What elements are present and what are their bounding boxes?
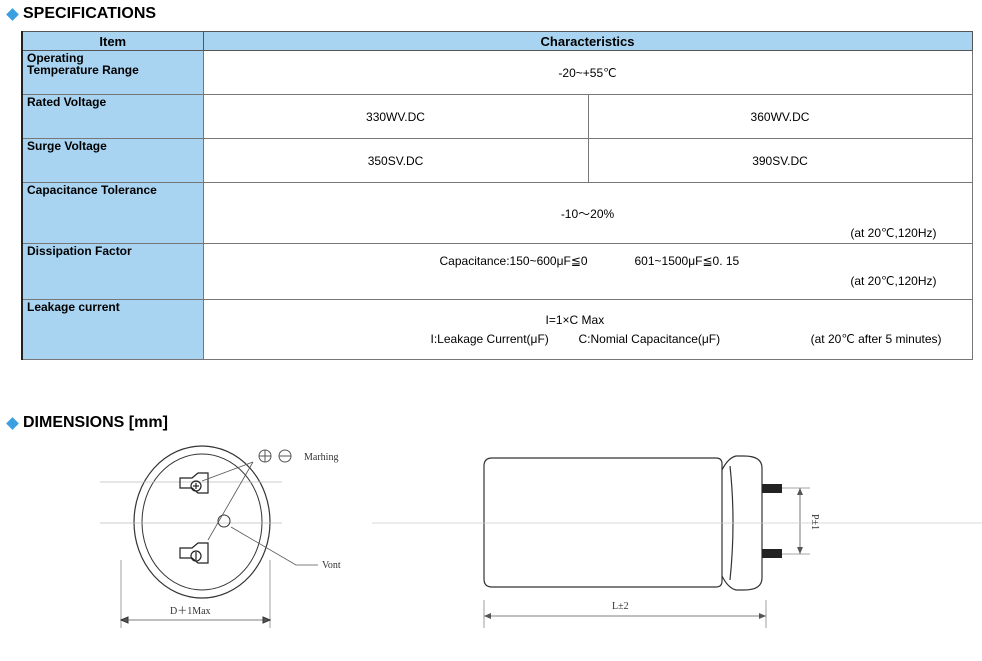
- value-temperature: -20~+55℃: [202, 50, 973, 95]
- specifications-title: SPECIFICATIONS: [6, 5, 156, 23]
- vent-icon: [217, 514, 231, 528]
- value-dissipation-part2: 601~1500μF≦0. 15: [634, 254, 740, 268]
- label-length: L±2: [612, 601, 629, 612]
- dimensions-title: DIMENSIONS [mm]: [6, 414, 168, 432]
- value-leakage-line2b: C:Nomial Capacitance(μF): [578, 332, 721, 346]
- item-temperature: Operating Temperature Range: [21, 50, 204, 95]
- specifications-table: Item Characteristics Operating Temperatu…: [21, 31, 973, 360]
- terminal-pin-bottom: [762, 549, 782, 558]
- item-dissipation-factor: Dissipation Factor: [21, 243, 204, 300]
- label-pitch: P±1: [809, 514, 820, 530]
- value-leakage-line1: I=1×C Max: [545, 313, 605, 327]
- value-leakage-line2a: I:Leakage Current(μF): [430, 332, 549, 346]
- specifications-title-text: SPECIFICATIONS: [23, 5, 157, 22]
- table-row-capacitance-tolerance: Capacitance Tolerance -10～20% (at 20℃,12…: [21, 182, 973, 244]
- item-temperature-line2: Temperature Range: [27, 63, 139, 77]
- item-leakage-current: Leakage current: [21, 299, 204, 360]
- item-temperature-line1: Operating: [27, 51, 84, 65]
- terminal-negative-icon: [179, 542, 209, 564]
- note-dissipation: (at 20℃,120Hz): [850, 274, 937, 288]
- dimensions-title-text: DIMENSIONS [mm]: [23, 414, 168, 431]
- label-marking: Marhing: [304, 452, 338, 463]
- terminal-positive-icon: [179, 472, 209, 494]
- leader-lines: [201, 461, 318, 566]
- table-header-row: Item Characteristics: [21, 31, 973, 51]
- capacitor-end-view: [100, 445, 282, 628]
- item-surge-voltage: Surge Voltage: [21, 138, 204, 183]
- value-surge-voltage-2: 390SV.DC: [587, 138, 973, 183]
- label-diameter: D＋1Max: [170, 606, 211, 617]
- value-capacitance-tolerance-cell: -10～20% (at 20℃,120Hz): [202, 182, 973, 244]
- header-characteristics: Characteristics: [202, 31, 973, 51]
- value-leakage-cell: I=1×C Max I:Leakage Current(μF) C:Nomial…: [202, 299, 973, 360]
- terminal-pin-top: [762, 484, 782, 493]
- value-capacitance-tolerance: -10～20%: [560, 207, 615, 221]
- note-leakage: (at 20℃ after 5 minutes): [810, 332, 942, 346]
- value-dissipation-part1: Capacitance:150~600μF≦0: [439, 254, 588, 268]
- table-row-leakage-current: Leakage current I=1×C Max I:Leakage Curr…: [21, 299, 973, 360]
- table-row-temperature: Operating Temperature Range -20~+55℃: [21, 50, 973, 95]
- note-capacitance-tolerance: (at 20℃,120Hz): [850, 226, 937, 240]
- table-row-dissipation-factor: Dissipation Factor Capacitance:150~600μF…: [21, 243, 973, 300]
- header-item: Item: [21, 31, 204, 51]
- value-dissipation-cell: Capacitance:150~600μF≦0 601~1500μF≦0. 15…: [202, 243, 973, 300]
- capacitor-side-view: [483, 455, 810, 628]
- item-rated-voltage: Rated Voltage: [21, 94, 204, 139]
- value-surge-voltage-1: 350SV.DC: [202, 138, 589, 183]
- polarity-marking-icon: [258, 449, 292, 463]
- label-vent: Vont: [322, 560, 341, 571]
- table-row-surge-voltage: Surge Voltage 350SV.DC 390SV.DC: [21, 138, 973, 183]
